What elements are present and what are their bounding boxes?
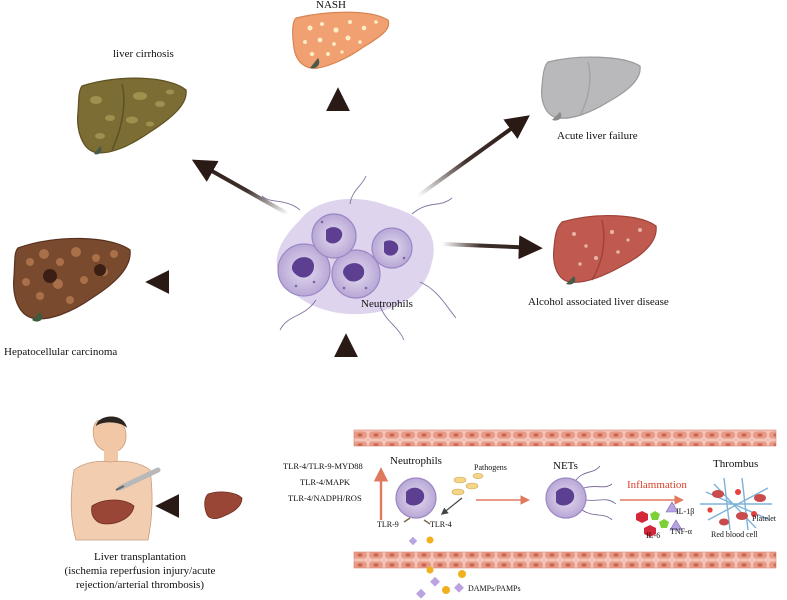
damps-small-icon — [408, 536, 434, 546]
pathogen-arrow — [440, 497, 463, 515]
arrow-to-ald — [441, 235, 543, 260]
pathogens-icon — [451, 473, 484, 496]
label-inflammation: Inflammation — [627, 479, 687, 491]
label-rbc: Red blood cell — [711, 530, 758, 539]
label-pathway-2: TLR-4/MAPK — [300, 477, 351, 487]
damps-pamps-icon — [416, 566, 466, 599]
label-tnfa: TNF-α — [670, 527, 692, 536]
label-damps-pamps: DAMPs/PAMPs — [468, 584, 521, 593]
donor-liver-icon — [204, 491, 243, 520]
nets-icon — [545, 465, 617, 521]
vessel-wall-top — [353, 429, 777, 447]
label-ald: Alcohol associated liver disease — [528, 296, 669, 308]
label-neutrophils-panel: Neutrophils — [390, 455, 442, 467]
label-pathogens: Pathogens — [474, 463, 507, 472]
label-platelet: Platelet — [752, 514, 776, 523]
alf-liver-icon — [541, 56, 641, 121]
label-nets: NETs — [553, 460, 578, 472]
label-alf: Acute liver failure — [557, 130, 638, 142]
cytokines-icon — [636, 501, 683, 537]
vessel-wall-bottom — [353, 551, 777, 569]
label-tlr4: TLR-4 — [430, 520, 452, 529]
vessel-neutrophil-icon — [395, 477, 437, 525]
label-cirrhosis: liver cirrhosis — [113, 48, 174, 60]
label-il1b: IL-1β — [676, 507, 695, 516]
arrow-to-cirrhosis — [191, 159, 289, 216]
thrombus-icon — [700, 477, 772, 531]
nash-liver-icon — [292, 11, 390, 69]
scalpel-icon — [115, 467, 161, 491]
label-il6: IL-6 — [646, 531, 661, 540]
label-pathway-1: TLR-4/TLR-9-MYD88 — [283, 461, 363, 471]
label-transplant-title: Liver transplantation — [94, 551, 186, 563]
cirrhosis-liver-icon — [77, 77, 187, 155]
label-transplant-line1: (ischemia reperfusion injury/acute — [64, 565, 216, 577]
hcc-liver-icon — [13, 237, 131, 322]
label-nash: NASH — [316, 0, 346, 11]
label-tlr9: TLR-9 — [377, 520, 399, 529]
neutrophil-cluster-icon — [261, 175, 457, 341]
arrow-to-alf — [416, 115, 530, 198]
label-transplant-line2: rejection/arterial thrombosis) — [76, 579, 204, 591]
label-pathway-3: TLR-4/NADPH/ROS — [288, 493, 362, 503]
ald-liver-icon — [553, 215, 657, 285]
label-hcc: Hepatocellular carcinoma — [4, 346, 118, 358]
label-neutrophils-center: Neutrophils — [361, 298, 413, 310]
label-thrombus: Thrombus — [713, 458, 759, 470]
